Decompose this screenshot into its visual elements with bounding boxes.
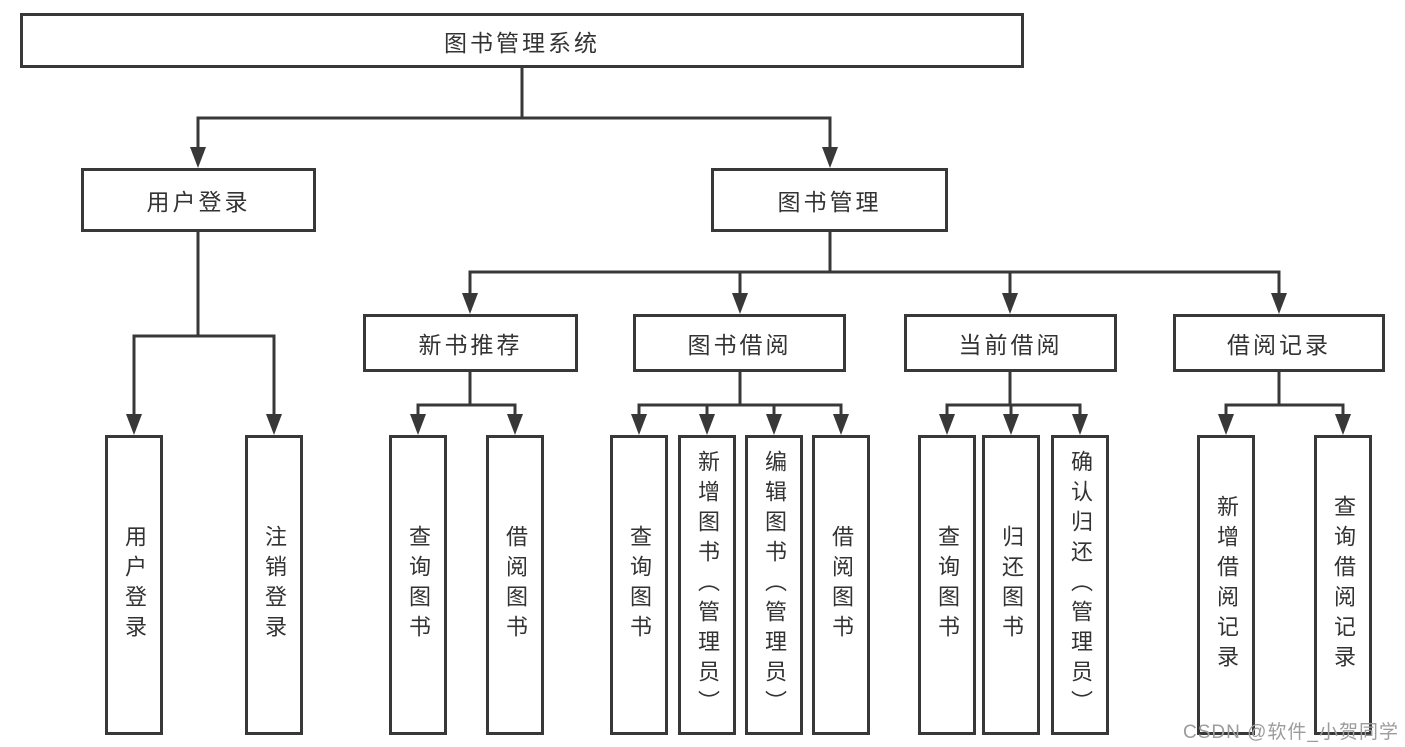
leaf-query-books-recommend: 查询图书 — [389, 435, 447, 735]
leaf-add-borrow-record: 新增借阅记录 — [1197, 435, 1255, 735]
node-root: 图书管理系统 — [20, 13, 1024, 68]
node-root-label: 图书管理系统 — [444, 29, 600, 56]
leaf-borrow-books-recommend: 借阅图书 — [486, 435, 544, 735]
node-new-book-recommend: 新书推荐 — [363, 314, 578, 372]
leaf-return-books: 归还图书 — [982, 435, 1040, 735]
leaf-query-borrow-record-label: 查询借阅记录 — [1331, 495, 1356, 675]
leaf-query-books-recommend-label: 查询图书 — [406, 525, 431, 645]
leaf-edit-book-admin: 编辑图书（管理员） — [745, 435, 803, 735]
node-borrowing-records-label: 借阅记录 — [1227, 332, 1331, 358]
leaf-add-book-admin: 新增图书（管理员） — [678, 435, 736, 735]
leaf-confirm-return-admin: 确认归还（管理员） — [1051, 435, 1109, 735]
leaf-borrow-books-recommend-label: 借阅图书 — [503, 525, 528, 645]
node-book-management-label: 图书管理 — [777, 189, 882, 215]
leaf-add-borrow-record-label: 新增借阅记录 — [1214, 495, 1239, 675]
watermark: CSDN @软件_小贺同学 — [1183, 722, 1399, 743]
leaf-logout: 注销登录 — [245, 435, 303, 735]
node-book-borrowing: 图书借阅 — [633, 314, 846, 372]
leaf-return-books-label: 归还图书 — [999, 525, 1024, 645]
leaf-query-books-borrowing: 查询图书 — [610, 435, 668, 735]
node-borrowing-records: 借阅记录 — [1173, 314, 1385, 372]
leaf-query-books-current: 查询图书 — [918, 435, 976, 735]
leaf-logout-label: 注销登录 — [262, 525, 287, 645]
node-book-borrowing-label: 图书借阅 — [687, 332, 792, 358]
leaf-add-book-admin-label: 新增图书（管理员） — [695, 450, 720, 720]
node-current-borrowing: 当前借阅 — [904, 314, 1117, 372]
leaf-edit-book-admin-label: 编辑图书（管理员） — [762, 450, 787, 720]
leaf-borrow-books-borrowing: 借阅图书 — [812, 435, 870, 735]
leaf-confirm-return-admin-label: 确认归还（管理员） — [1068, 450, 1093, 720]
leaf-query-books-current-label: 查询图书 — [935, 525, 960, 645]
leaf-user-login: 用户登录 — [105, 435, 163, 735]
node-current-borrowing-label: 当前借阅 — [958, 332, 1063, 358]
leaf-user-login-label: 用户登录 — [122, 525, 147, 645]
node-new-book-recommend-label: 新书推荐 — [418, 332, 523, 358]
leaf-borrow-books-borrowing-label: 借阅图书 — [829, 525, 854, 645]
node-user-login-label: 用户登录 — [146, 189, 251, 215]
leaf-query-borrow-record: 查询借阅记录 — [1314, 435, 1372, 735]
leaf-query-books-borrowing-label: 查询图书 — [627, 525, 652, 645]
node-user-login: 用户登录 — [81, 168, 316, 232]
node-book-management: 图书管理 — [711, 168, 948, 232]
